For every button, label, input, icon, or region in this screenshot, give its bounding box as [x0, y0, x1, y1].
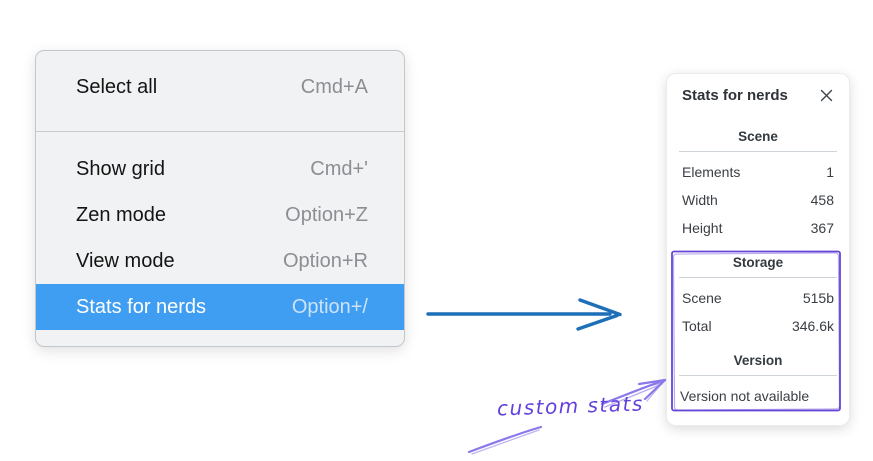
annotation-arrow: [467, 378, 667, 455]
menu-item-zen-mode[interactable]: Zen mode Option+Z: [36, 192, 404, 238]
stats-panel: Stats for nerds Scene Elements 1 Width 4…: [666, 73, 850, 426]
menu-item-label: View mode: [76, 249, 175, 272]
section-header-version: Version: [733, 353, 783, 368]
menu-item-shortcut: Option+Z: [285, 203, 368, 226]
menu-item-shortcut: Cmd+A: [300, 75, 368, 98]
stat-value: 346.6k: [791, 318, 834, 334]
menu-group-top: Select all Cmd+A: [36, 51, 404, 131]
menu-item-label: Select all: [76, 75, 158, 98]
stats-panel-header: Stats for nerds: [667, 74, 849, 104]
stat-row-total-storage: Total 346.6k: [667, 312, 849, 340]
stat-label: Height: [682, 220, 723, 236]
stat-row-elements: Elements 1: [667, 158, 849, 186]
stat-label: Width: [682, 192, 718, 208]
section-header-scene: Scene: [738, 129, 778, 144]
menu-item-shortcut: Option+/: [291, 295, 368, 318]
menu-item-select-all[interactable]: Select all Cmd+A: [36, 64, 404, 110]
panel-title: Stats for nerds: [682, 87, 788, 104]
section-divider: [679, 151, 837, 152]
menu-divider: [36, 131, 404, 132]
annotation-box: [671, 250, 841, 412]
menu-item-shortcut: Option+R: [282, 249, 368, 272]
stat-label: Scene: [682, 290, 722, 306]
stat-row-height: Height 367: [667, 214, 849, 242]
stat-row-width: Width 458: [667, 186, 849, 214]
menu-item-label: Zen mode: [76, 203, 167, 226]
stat-value: 367: [810, 220, 834, 236]
version-note: Version not available: [680, 388, 810, 404]
section-header-storage: Storage: [732, 255, 784, 270]
section-divider: [679, 277, 837, 278]
menu-item-stats-for-nerds[interactable]: Stats for nerds Option+/: [36, 284, 404, 330]
menu-item-view-mode[interactable]: View mode Option+R: [36, 238, 404, 284]
stat-value: 1: [826, 164, 834, 180]
menu-item-label: Stats for nerds: [76, 295, 207, 318]
section-divider: [679, 375, 837, 376]
menu-item-show-grid[interactable]: Show grid Cmd+': [36, 146, 404, 192]
close-icon[interactable]: [818, 88, 834, 104]
stat-value: 458: [810, 192, 834, 208]
menu-item-shortcut: Cmd+': [310, 157, 368, 180]
menu-group-bottom: Show grid Cmd+' Zen mode Option+Z View m…: [36, 132, 404, 346]
stat-value: 515b: [802, 290, 834, 306]
annotation-label: custom stats: [496, 391, 645, 421]
stat-label: Elements: [682, 164, 741, 180]
flow-arrow: [426, 298, 622, 331]
context-menu: Select all Cmd+A Show grid Cmd+' Zen mod…: [35, 50, 405, 347]
menu-item-label: Show grid: [76, 157, 165, 180]
stat-label: Total: [682, 318, 712, 334]
stat-row-scene-storage: Scene 515b: [667, 284, 849, 312]
